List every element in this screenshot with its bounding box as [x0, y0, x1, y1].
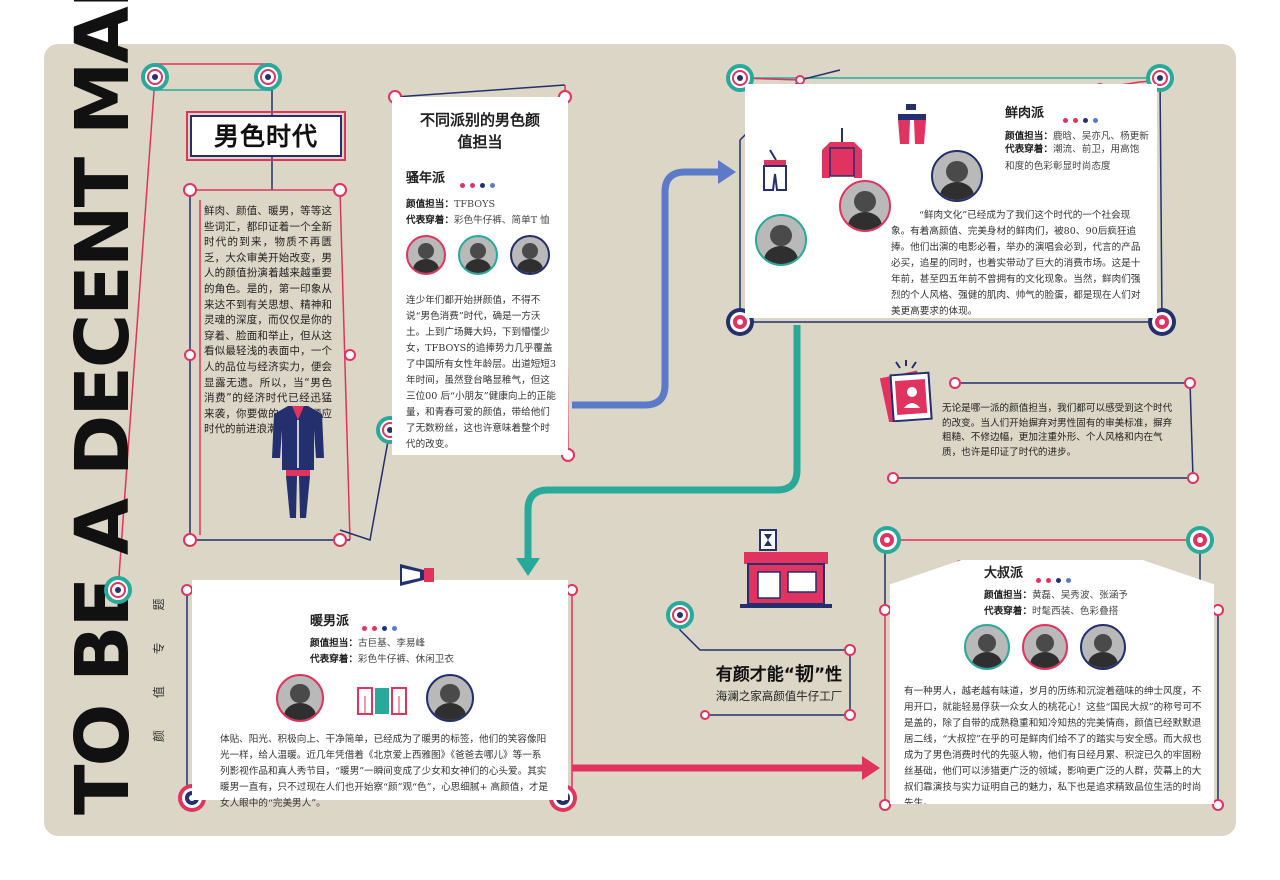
jeans-icon [357, 687, 407, 715]
avatar [1022, 624, 1068, 670]
intro-card: 鲜肉、颜值、暖男，等等这些词汇，都印证着一个全新时代的到来，物质不再匮乏，大众审… [204, 204, 332, 534]
shop-icon [740, 529, 832, 608]
vertical-subtitle: 颜 值 专 题 [152, 584, 166, 742]
fresh-text: “鲜肉文化”已经成为了我们这个时代的一个社会现象。有着高颜值、完美身材的鲜肉们，… [891, 210, 1141, 317]
warm-text: 体贴、阳光、积极向上、干净简单，已经成为了暖男的标签，他们的笑容像阳光一样，给人… [220, 734, 549, 809]
warm-style-value: 彩色牛仔裤、休闲卫衣 [357, 654, 454, 665]
uncle-style-value: 时髦西装、色彩叠搭 [1031, 606, 1119, 617]
jacket-icon [272, 406, 324, 518]
avatar [510, 235, 550, 275]
brand-title: 有颜才能“韧”性 [704, 662, 854, 687]
avatar [406, 235, 446, 275]
fresh-dots [1063, 108, 1103, 127]
uncle-card: 大叔派 颜值担当：黄磊、吴秀波、张涵予 代表穿着：时髦西装、色彩叠搭 有一种男人… [890, 560, 1214, 804]
youth-dots [460, 173, 500, 192]
intro-text: 鲜肉、颜值、暖男，等等这些词汇，都印证着一个全新时代的到来，物质不再匮乏，大众审… [204, 205, 332, 436]
youth-rep-value: TFBOYS [453, 199, 496, 210]
intro-title: 男色时代 [213, 122, 318, 151]
youth-card: 不同派别的男色颜值担当 骚年派 颜值担当：TFBOYS 代表穿着：彩色牛仔裤、简… [392, 97, 568, 455]
youth-heading: 不同派别的男色颜值担当 [420, 111, 541, 151]
id-card-icon [879, 360, 933, 422]
youth-style-label: 代表穿着： [406, 215, 454, 226]
uncle-text: 有一种男人，越老越有味道，岁月的历练和沉淀着蕴味的绅士风度，不用开口，就能轻易俘… [904, 686, 1202, 809]
youth-rep-label: 颜值担当： [406, 199, 454, 210]
brand-block: 有颜才能“韧”性 海澜之家高颜值牛仔工厂 [704, 662, 854, 705]
clothes-hanger-icons [763, 104, 926, 191]
avatar [839, 180, 891, 232]
fresh-style-label: 代表穿着： [1005, 144, 1053, 155]
youth-style-value: 彩色牛仔裤、简单T 恤 [453, 215, 550, 226]
uncle-dots [1036, 568, 1076, 587]
avatar [755, 214, 807, 266]
fresh-rep-value: 鹿晗、吴亦凡、杨更新 [1052, 131, 1149, 142]
avatar [426, 674, 474, 722]
brand-title-post: ”性 [814, 665, 843, 685]
uncle-style-label: 代表穿着： [984, 606, 1032, 617]
note-card: 无论是哪一派的颜值担当，我们都可以感受到这个时代的改变。当人们开始摒弃对男性固有… [942, 402, 1174, 460]
youth-name: 骚年派 [406, 171, 446, 186]
vertical-title: TO BE A DECENT MAN [60, 0, 146, 815]
youth-text: 连少年们都开始拼颜值，不得不说“男色消费”时代，确是一方沃土。上到广场舞大妈，下… [406, 295, 557, 450]
note-text: 无论是哪一派的颜值担当，我们都可以感受到这个时代的改变。当人们开始摒弃对男性固有… [942, 403, 1173, 458]
avatar [931, 150, 983, 202]
warm-name: 暖男派 [310, 614, 350, 629]
fresh-card: 鲜肉派 颜值担当：鹿晗、吴亦凡、杨更新 代表穿着：潮流、前卫，用高饱和度的色彩彰… [745, 84, 1157, 318]
uncle-rep-value: 黄磊、吴秀波、张涵予 [1031, 590, 1128, 601]
fresh-name: 鲜肉派 [1005, 106, 1045, 121]
uncle-name: 大叔派 [984, 566, 1024, 581]
warm-rep-value: 古巨基、李易峰 [357, 638, 426, 649]
avatar [964, 624, 1010, 670]
warm-rep-label: 颜值担当： [310, 638, 358, 649]
intro-title-box: 男色时代 [186, 111, 346, 161]
warm-style-label: 代表穿着： [310, 654, 358, 665]
warm-dots [362, 616, 402, 635]
fresh-rep-label: 颜值担当： [1005, 131, 1053, 142]
fresh-style-value: 潮流、前卫，用高饱和度的色彩彰显时尚态度 [1005, 144, 1140, 172]
uncle-rep-label: 颜值担当： [984, 590, 1032, 601]
avatar [458, 235, 498, 275]
brand-title-pre: 有颜才能“ [715, 665, 795, 685]
megaphone-icon [400, 564, 434, 586]
brand-title-em: 韧 [794, 663, 814, 685]
brand-subtitle: 海澜之家高颜值牛仔工厂 [715, 689, 843, 703]
avatar [276, 674, 324, 722]
avatar [1080, 624, 1126, 670]
